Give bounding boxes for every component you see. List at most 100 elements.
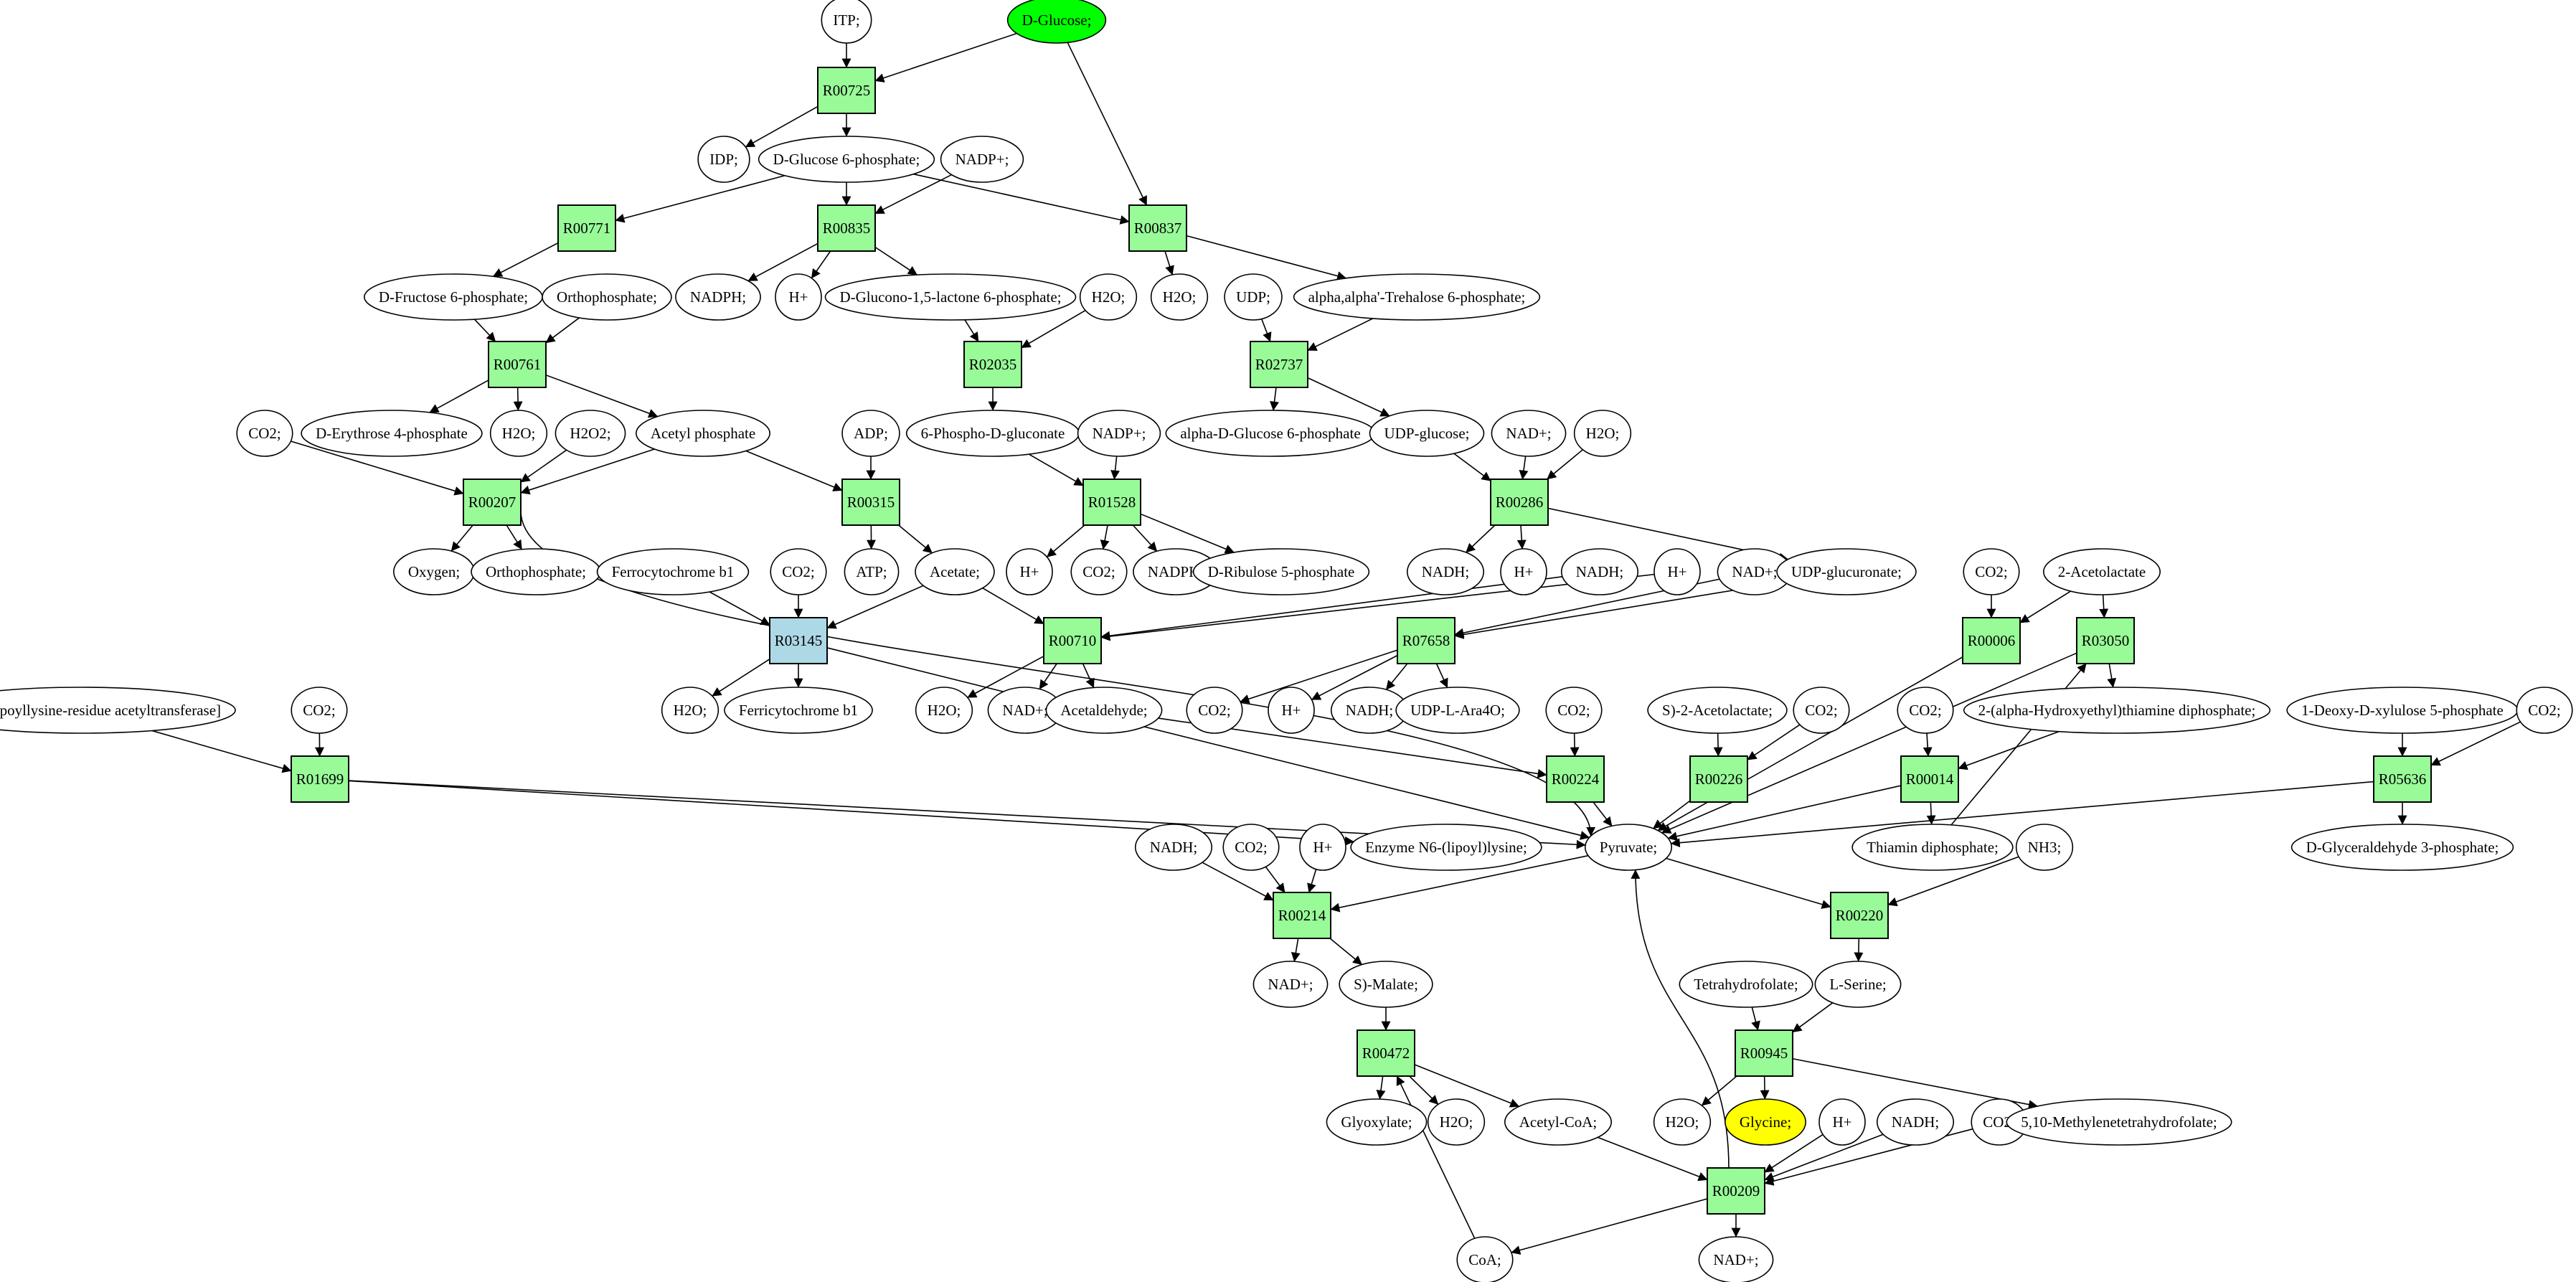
- source-compound-ellipse[interactable]: [1006, 0, 1107, 44]
- compound-node[interactable]: H2O;: [1653, 1098, 1712, 1146]
- reaction-node-r00220[interactable]: R00220: [1830, 892, 1889, 939]
- compound-node[interactable]: Acetyl phosphate: [636, 410, 770, 457]
- compound-ellipse[interactable]: [1851, 824, 2014, 871]
- compound-node[interactable]: H+: [1500, 548, 1547, 595]
- compound-ellipse[interactable]: [844, 548, 900, 595]
- compound-node[interactable]: H+: [775, 273, 822, 321]
- reaction-box[interactable]: [1250, 341, 1308, 388]
- compound-node[interactable]: Pyruvate;: [1584, 824, 1673, 871]
- compound-ellipse[interactable]: [1070, 548, 1128, 595]
- compound-node[interactable]: NAD+;: [1252, 961, 1329, 1008]
- compound-node[interactable]: ITP;: [821, 0, 872, 44]
- reaction-node-r00226[interactable]: R00226: [1689, 755, 1748, 803]
- compound-ellipse[interactable]: [1150, 273, 1209, 321]
- compound-ellipse[interactable]: [236, 410, 293, 457]
- reaction-box[interactable]: [1082, 479, 1141, 526]
- compound-node[interactable]: CO2;: [770, 548, 827, 595]
- compound-node[interactable]: H2O;: [1150, 273, 1209, 321]
- compound-node[interactable]: ADP;: [841, 410, 900, 457]
- compound-ellipse[interactable]: [915, 687, 973, 734]
- reaction-box[interactable]: [1900, 755, 1959, 803]
- compound-ellipse[interactable]: [1192, 548, 1370, 595]
- reaction-box[interactable]: [1273, 892, 1331, 939]
- compound-node[interactable]: D-Fructose 6-phosphate;: [364, 273, 543, 321]
- reaction-box[interactable]: [557, 204, 616, 252]
- compound-ellipse[interactable]: [301, 410, 483, 457]
- compound-ellipse[interactable]: [1504, 1098, 1613, 1146]
- compound-node[interactable]: alpha-D-Glucose 6-phosphate: [1165, 410, 1376, 457]
- compound-node[interactable]: UDP-glucuronate;: [1776, 548, 1917, 595]
- compound-node[interactable]: NAD+;: [1491, 410, 1567, 457]
- compound-node[interactable]: S)-2-Acetolactate;: [1647, 687, 1788, 734]
- reaction-box[interactable]: [1707, 1167, 1765, 1215]
- compound-node[interactable]: Dihydrolipoyllysine-residue acetyltransf…: [0, 687, 236, 734]
- compound-ellipse[interactable]: [1395, 687, 1520, 734]
- compound-ellipse[interactable]: [1584, 824, 1673, 871]
- compound-ellipse[interactable]: [675, 273, 761, 321]
- compound-ellipse[interactable]: [291, 687, 348, 734]
- reaction-node-r00286[interactable]: R00286: [1490, 479, 1549, 526]
- compound-ellipse[interactable]: [1653, 548, 1701, 595]
- reaction-node-r00315[interactable]: R00315: [841, 479, 900, 526]
- compound-ellipse[interactable]: [770, 548, 827, 595]
- compound-ellipse[interactable]: [489, 410, 548, 457]
- reaction-box[interactable]: [963, 341, 1022, 388]
- compound-node[interactable]: IDP;: [697, 136, 750, 183]
- compound-node[interactable]: Glycine;: [1725, 1098, 1806, 1146]
- compound-node[interactable]: Oxygen;: [393, 548, 475, 595]
- compound-node[interactable]: NADH;: [1134, 824, 1213, 871]
- compound-ellipse[interactable]: [1079, 273, 1138, 321]
- reaction-box[interactable]: [2373, 755, 2432, 803]
- compound-node[interactable]: D-Ribulose 5-phosphate: [1192, 548, 1370, 595]
- reaction-node-r00209[interactable]: R00209: [1707, 1167, 1765, 1215]
- reaction-node-r00725[interactable]: R00725: [817, 67, 876, 114]
- compound-ellipse[interactable]: [661, 687, 720, 734]
- compound-node[interactable]: Orthophosphate;: [542, 273, 672, 321]
- compound-node[interactable]: UDP-glucose;: [1369, 410, 1485, 457]
- compound-ellipse[interactable]: [1252, 961, 1329, 1008]
- compound-ellipse[interactable]: [915, 548, 995, 595]
- reaction-node-r00710[interactable]: R00710: [1043, 617, 1102, 664]
- reaction-box[interactable]: [1128, 204, 1187, 252]
- compound-node[interactable]: H2O;: [1427, 1098, 1486, 1146]
- compound-ellipse[interactable]: [1679, 961, 1813, 1008]
- compound-ellipse[interactable]: [697, 136, 750, 183]
- reaction-node-r02035[interactable]: R02035: [963, 341, 1022, 388]
- compound-ellipse[interactable]: [1045, 687, 1163, 734]
- compound-ellipse[interactable]: [1134, 824, 1213, 871]
- compound-node[interactable]: D-Glucose;: [1006, 0, 1107, 44]
- compound-ellipse[interactable]: [1491, 410, 1567, 457]
- reaction-box[interactable]: [841, 479, 900, 526]
- compound-ellipse[interactable]: [2006, 1098, 2232, 1146]
- reaction-box[interactable]: [817, 204, 876, 252]
- compound-ellipse[interactable]: [1006, 548, 1053, 595]
- compound-ellipse[interactable]: [1326, 1098, 1428, 1146]
- compound-ellipse[interactable]: [2290, 824, 2514, 871]
- compound-node[interactable]: CO2;: [1545, 687, 1603, 734]
- reaction-node-r00006[interactable]: R00006: [1962, 617, 2021, 664]
- reaction-box[interactable]: [488, 341, 547, 388]
- reaction-box[interactable]: [1357, 1029, 1415, 1077]
- compound-node[interactable]: 2-(alpha-Hydroxyethyl)thiamine diphospha…: [1963, 687, 2271, 734]
- reaction-box[interactable]: [2076, 617, 2135, 664]
- compound-ellipse[interactable]: [1545, 687, 1603, 734]
- compound-ellipse[interactable]: [1500, 548, 1547, 595]
- compound-node[interactable]: UDP;: [1224, 273, 1283, 321]
- compound-ellipse[interactable]: [1647, 687, 1788, 734]
- reaction-node-r03050[interactable]: R03050: [2076, 617, 2135, 664]
- compound-ellipse[interactable]: [1299, 824, 1346, 871]
- compound-ellipse[interactable]: [1814, 961, 1902, 1008]
- compound-ellipse[interactable]: [2015, 824, 2074, 871]
- reaction-node-r00945[interactable]: R00945: [1735, 1029, 1793, 1077]
- reaction-box[interactable]: [1490, 479, 1549, 526]
- compound-node[interactable]: CO2;: [1793, 687, 1850, 734]
- compound-node[interactable]: NADPH;: [675, 273, 761, 321]
- reaction-node-r00835[interactable]: R00835: [817, 204, 876, 252]
- compound-node[interactable]: CO2;: [291, 687, 348, 734]
- compound-node[interactable]: H2O;: [489, 410, 548, 457]
- compound-ellipse[interactable]: [1793, 687, 1850, 734]
- compound-ellipse[interactable]: [758, 136, 935, 183]
- reaction-node-r03145[interactable]: R03145: [769, 617, 828, 664]
- compound-node[interactable]: alpha,alpha'-Trehalose 6-phosphate;: [1293, 273, 1541, 321]
- compound-ellipse[interactable]: [1406, 548, 1485, 595]
